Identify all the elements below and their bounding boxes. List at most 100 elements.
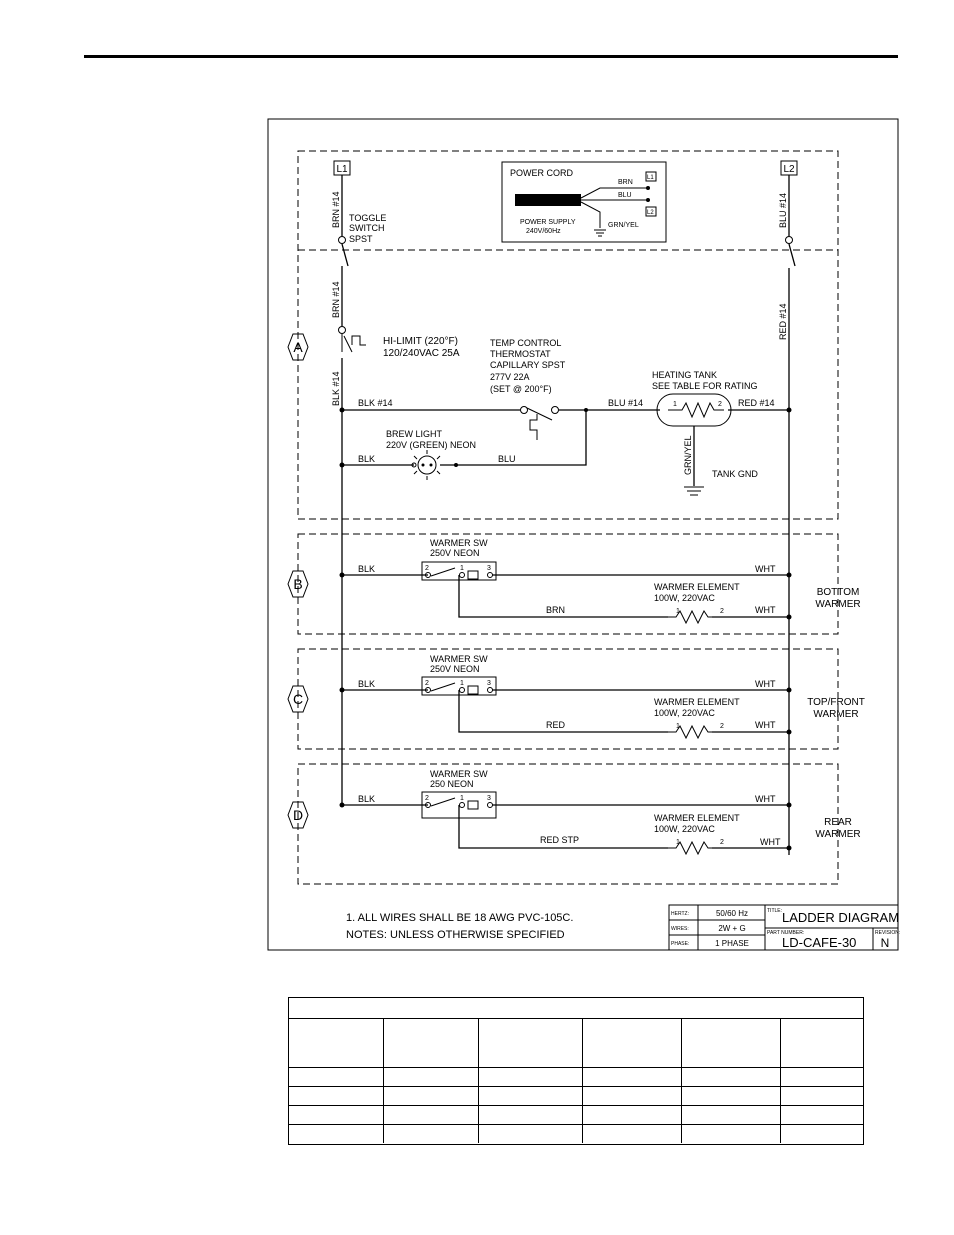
- svg-text:1: 1: [460, 565, 464, 572]
- svg-text:250V NEON: 250V NEON: [430, 664, 480, 674]
- svg-text:2: 2: [720, 723, 724, 730]
- svg-text:WIRES:: WIRES:: [671, 926, 689, 932]
- brew-light-label-1: BREW LIGHT: [386, 429, 443, 439]
- section-b-circuit: 2 1 3 1 2: [339, 561, 792, 625]
- svg-text:WARMER ELEMENT: WARMER ELEMENT: [654, 697, 740, 707]
- toggle-contact: [338, 236, 346, 244]
- svg-text:RED STP: RED STP: [540, 835, 579, 845]
- title-block: HERTZ: 50/60 Hz WIRES: 2W + G PHASE: 1 P…: [668, 904, 900, 951]
- temp-control-1: TEMP CONTROL: [490, 338, 561, 348]
- svg-text:BLU #14: BLU #14: [778, 193, 788, 228]
- power-cord-inset: POWER CORD BRN BLU L1 L2 GRN/YEL POWER S…: [501, 161, 667, 243]
- svg-text:TITLE:: TITLE:: [767, 908, 782, 914]
- table-row: [289, 1105, 863, 1125]
- temp-control-3: CAPILLARY SPST: [490, 360, 566, 370]
- svg-text:BRN: BRN: [546, 605, 565, 615]
- drawing-title: LADDER DIAGRAM: [782, 910, 899, 925]
- svg-text:BLU #14: BLU #14: [608, 398, 643, 408]
- brew-light-label-2: 220V (GREEN) NEON: [386, 440, 476, 450]
- svg-text:100W, 220VAC: 100W, 220VAC: [654, 824, 715, 834]
- svg-text:POWER CORD: POWER CORD: [510, 168, 574, 178]
- rear-warmer-2: WARMER: [815, 829, 860, 840]
- rear-warmer-1: REAR: [824, 817, 852, 828]
- header-rule: [84, 55, 898, 58]
- section-d-circuit: 2 1 3 1 2: [339, 791, 792, 856]
- svg-text:WARMER ELEMENT: WARMER ELEMENT: [654, 813, 740, 823]
- toggle-label-2: SWITCH: [349, 223, 385, 233]
- svg-text:BLK #14: BLK #14: [358, 398, 393, 408]
- svg-text:3: 3: [487, 680, 491, 687]
- brew-light-line: [342, 410, 587, 466]
- svg-text:WHT: WHT: [755, 605, 776, 615]
- l2-contact: [785, 236, 793, 244]
- heating-tank-label-1: HEATING TANK: [652, 370, 717, 380]
- svg-text:WARMER SW: WARMER SW: [430, 538, 488, 548]
- temp-control-5: (SET @ 200°F): [490, 384, 552, 394]
- svg-text:BLK: BLK: [358, 679, 375, 689]
- table-row: [289, 1086, 863, 1106]
- temp-control-2: THERMOSTAT: [490, 349, 551, 359]
- svg-text:WHT: WHT: [755, 720, 776, 730]
- section-a-hex: A: [287, 333, 309, 361]
- section-c-circuit: 2 1 3 1 2: [339, 676, 792, 740]
- top-front-warmer-2: WARMER: [813, 709, 858, 720]
- svg-text:1: 1: [676, 608, 680, 615]
- rating-table-header: [289, 998, 863, 1019]
- hilimit-label-1: HI-LIMIT (220°F): [383, 336, 458, 347]
- hilimit-symbol: [341, 334, 366, 353]
- l2-label: L2: [783, 164, 795, 175]
- temp-control-4: 277V 22A: [490, 372, 530, 382]
- bottom-warmer-1: BOTTOM: [817, 587, 860, 598]
- svg-text:2W + G: 2W + G: [718, 924, 745, 933]
- svg-text:GRN/YEL: GRN/YEL: [683, 435, 693, 475]
- heating-tank: 1 2: [656, 393, 732, 496]
- svg-text:100W, 220VAC: 100W, 220VAC: [654, 708, 715, 718]
- svg-text:B: B: [293, 576, 302, 592]
- svg-text:REVISION:: REVISION:: [875, 930, 900, 936]
- l1-label: L1: [336, 164, 348, 175]
- svg-text:RED #14: RED #14: [738, 398, 775, 408]
- brew-light-neon: [411, 450, 458, 480]
- svg-text:2: 2: [720, 839, 724, 846]
- svg-text:1: 1: [676, 839, 680, 846]
- svg-text:1: 1: [460, 680, 464, 687]
- toggle-label-3: SPST: [349, 234, 373, 244]
- table-row: [289, 1124, 863, 1143]
- svg-text:L2: L2: [647, 210, 654, 216]
- part-number: LD-CAFE-30: [782, 935, 856, 950]
- svg-text:2: 2: [718, 401, 722, 408]
- svg-text:3: 3: [487, 795, 491, 802]
- svg-text:GRN/YEL: GRN/YEL: [608, 222, 639, 229]
- section-b-hex: B: [287, 570, 309, 598]
- svg-text:WHT: WHT: [755, 794, 776, 804]
- top-front-warmer-1: TOP/FRONT: [807, 697, 865, 708]
- svg-text:50/60 Hz: 50/60 Hz: [716, 909, 748, 918]
- svg-text:240V/60Hz: 240V/60Hz: [526, 228, 561, 235]
- svg-text:WHT: WHT: [755, 679, 776, 689]
- svg-text:POWER SUPPLY: POWER SUPPLY: [520, 219, 576, 226]
- svg-text:3: 3: [487, 565, 491, 572]
- svg-text:WHT: WHT: [755, 564, 776, 574]
- table-row: [289, 1067, 863, 1087]
- svg-text:PART NUMBER:: PART NUMBER:: [767, 930, 804, 936]
- svg-text:WARMER SW: WARMER SW: [430, 769, 488, 779]
- svg-text:BRN #14: BRN #14: [331, 191, 341, 228]
- svg-text:BLU: BLU: [618, 192, 632, 199]
- svg-text:250 NEON: 250 NEON: [430, 779, 474, 789]
- thermostat-symbol: [526, 407, 553, 440]
- svg-text:2: 2: [720, 608, 724, 615]
- note-1: 1. ALL WIRES SHALL BE 18 AWG PVC-105C.: [346, 912, 573, 924]
- tank-gnd-label: TANK GND: [712, 469, 758, 479]
- heating-tank-label-2: SEE TABLE FOR RATING: [652, 381, 758, 391]
- heating-tank-rating-table: [288, 997, 864, 1145]
- svg-text:100W, 220VAC: 100W, 220VAC: [654, 593, 715, 603]
- svg-text:WARMER SW: WARMER SW: [430, 654, 488, 664]
- svg-text:L1: L1: [647, 175, 654, 181]
- svg-text:BLK: BLK: [358, 454, 375, 464]
- svg-text:A: A: [293, 339, 303, 355]
- svg-text:WARMER ELEMENT: WARMER ELEMENT: [654, 582, 740, 592]
- svg-text:RED #14: RED #14: [778, 303, 788, 340]
- bottom-warmer-2: WARMER: [815, 599, 860, 610]
- hilimit-contact: [338, 326, 346, 334]
- svg-text:250V NEON: 250V NEON: [430, 548, 480, 558]
